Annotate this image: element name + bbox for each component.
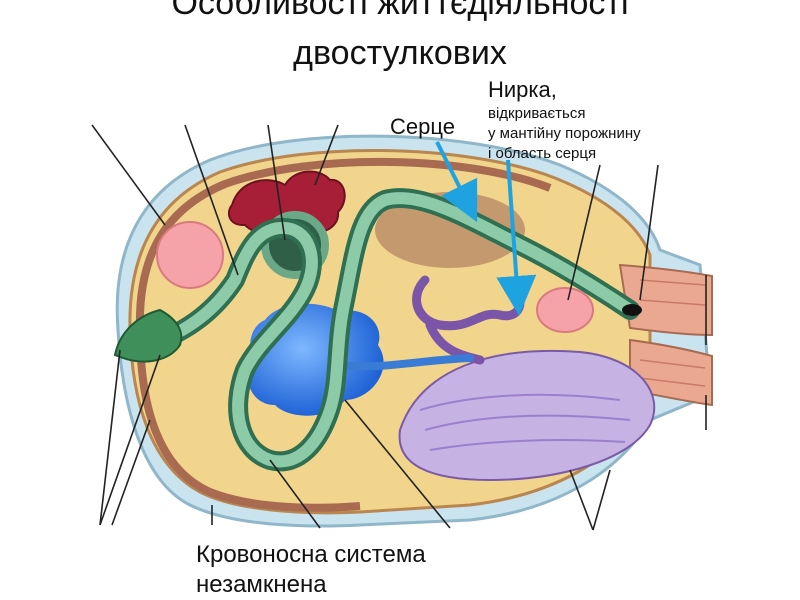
- foot-stripes: [419, 393, 631, 451]
- circulatory-system-label: Кровоносна система незамкнена: [196, 540, 526, 600]
- anus: [622, 304, 642, 316]
- siphon-lines: [639, 279, 706, 387]
- title-line-2: двостулкових: [293, 34, 507, 72]
- crystalline-style: [336, 354, 474, 371]
- kidney-arrow: [496, 159, 537, 316]
- posterior-adductor-muscle: [536, 287, 594, 333]
- heart-arrow: [435, 141, 478, 223]
- kidney-label-line-4: і область серця: [488, 145, 597, 162]
- circulatory-label-line-2: незамкнена: [196, 571, 327, 598]
- label-lines: [91, 124, 707, 531]
- siphon-upper: [618, 263, 713, 337]
- circulatory-label-line-1: Кровоносна система: [196, 541, 426, 568]
- kidney: [375, 192, 525, 268]
- title-line-1: Особливості життєдіяльності: [171, 0, 629, 22]
- kidney-label-line-2: відкривається: [488, 105, 586, 122]
- heart-label: Серце: [390, 114, 455, 139]
- labial-palps: [113, 308, 183, 363]
- kidney-label: Нирка, відкривається у мантійну порожнин…: [488, 76, 788, 164]
- slide-title: Особливості життєдіяльності двостулкових: [0, 0, 800, 78]
- shell-edge: [135, 157, 552, 331]
- kidney-label-line-3: у мантійну порожнину: [488, 125, 641, 142]
- shell-lower-edge: [136, 329, 361, 512]
- kidney-label-line-1: Нирка,: [488, 77, 557, 102]
- anterior-adductor-muscle: [156, 221, 224, 289]
